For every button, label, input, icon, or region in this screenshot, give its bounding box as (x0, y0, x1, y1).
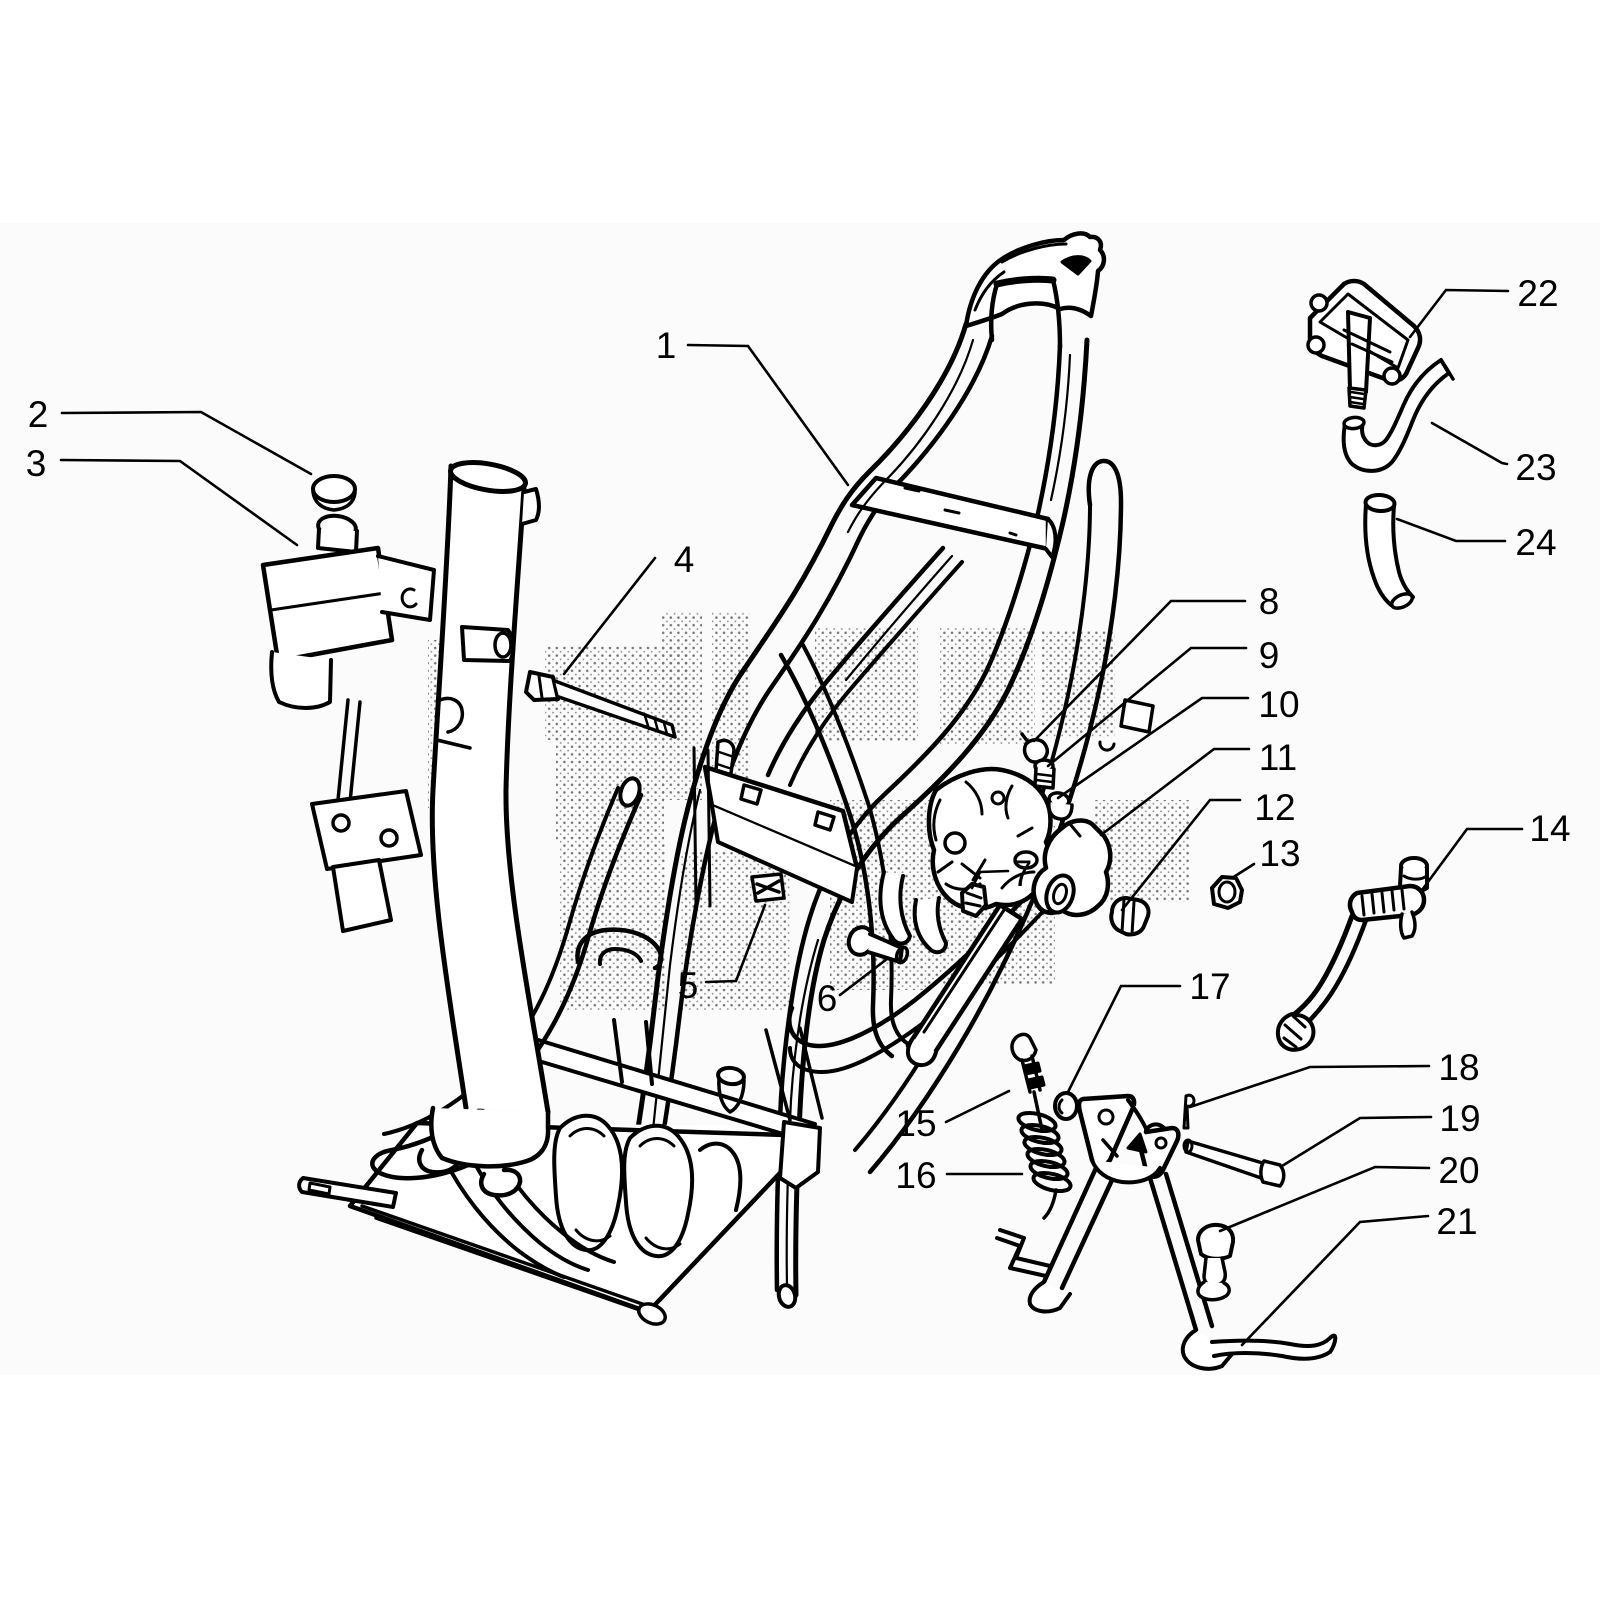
svg-text:21: 21 (1436, 1201, 1477, 1242)
svg-text:20: 20 (1438, 1150, 1479, 1191)
svg-text:18: 18 (1438, 1047, 1479, 1088)
svg-text:19: 19 (1439, 1098, 1480, 1139)
svg-text:24: 24 (1515, 522, 1556, 563)
svg-text:17: 17 (1189, 966, 1230, 1007)
svg-text:23: 23 (1515, 447, 1556, 488)
svg-text:5: 5 (678, 965, 699, 1006)
svg-text:16: 16 (895, 1155, 936, 1196)
svg-text:15: 15 (895, 1103, 936, 1144)
svg-text:1: 1 (656, 325, 677, 366)
svg-text:14: 14 (1529, 808, 1570, 849)
svg-text:7: 7 (1012, 853, 1033, 894)
svg-text:2: 2 (28, 394, 49, 435)
svg-text:22: 22 (1517, 273, 1558, 314)
svg-text:11: 11 (1259, 737, 1297, 778)
svg-text:8: 8 (1259, 581, 1280, 622)
svg-text:12: 12 (1254, 787, 1295, 828)
svg-text:9: 9 (1259, 635, 1280, 676)
svg-text:13: 13 (1259, 833, 1300, 874)
svg-text:3: 3 (26, 443, 47, 484)
svg-text:4: 4 (674, 539, 695, 580)
svg-text:10: 10 (1258, 684, 1299, 725)
svg-text:6: 6 (817, 978, 838, 1019)
